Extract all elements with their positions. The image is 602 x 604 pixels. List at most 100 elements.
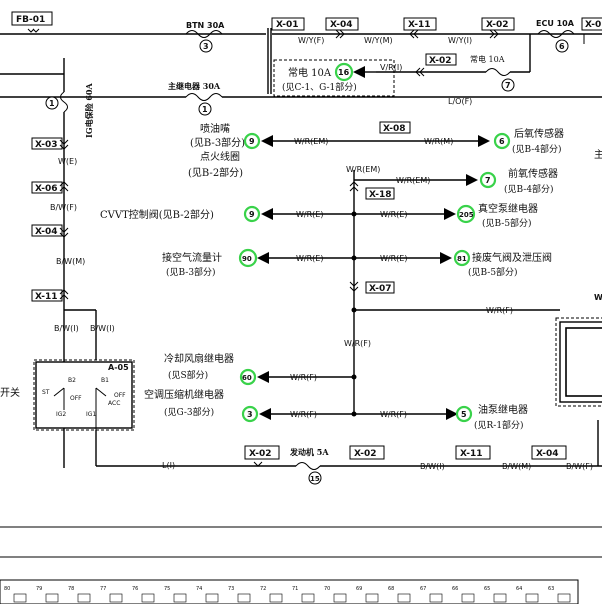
pin-number: 65 (484, 586, 490, 592)
wire-label: W/Y(F) (298, 36, 324, 45)
label: 点火线圈 (200, 150, 240, 163)
connector-chevron (415, 67, 425, 77)
connector-label: X-04 (35, 227, 57, 237)
arrow-icon (466, 174, 478, 186)
pin-cell (173, 593, 187, 603)
connector-label: X-02 (354, 449, 376, 459)
connector-label: X-11 (460, 449, 482, 459)
wire-label: W/R(EM) (294, 137, 328, 146)
ref-number-circle (334, 62, 354, 82)
connector-chevron (335, 29, 345, 39)
connector-box (271, 17, 305, 31)
wire-label: B/W(M) (56, 257, 85, 266)
wire-label: V/R(I) (380, 63, 402, 72)
pin-cell (237, 593, 251, 603)
ref-number-circle (239, 368, 257, 386)
ignition-switch-box (35, 361, 133, 429)
ref-number-circle (199, 39, 213, 53)
dashed-box (273, 59, 395, 97)
ignition-switch-outline (33, 359, 135, 431)
pin-cell (461, 593, 475, 603)
junction-dot (351, 255, 357, 261)
junction-dot (351, 211, 357, 217)
connector-box (31, 289, 63, 302)
connector-box (349, 445, 385, 460)
ref-number-circle (479, 171, 497, 189)
ref-number-circle (243, 132, 261, 150)
wire-label: W(E) (58, 157, 77, 166)
pin-cell (397, 593, 411, 603)
label: 油泵继电器 (478, 403, 528, 416)
switch-terminal: OFF (70, 395, 82, 402)
fuse-symbol (295, 462, 321, 470)
pin-cell (45, 593, 59, 603)
connector-chevron (253, 461, 263, 467)
fuse-symbol (537, 30, 575, 38)
label: 常电 10A (288, 66, 332, 79)
pin-cell (365, 593, 379, 603)
connector-box (365, 281, 395, 294)
switch-terminal: B1 (101, 377, 109, 384)
module-box (565, 327, 602, 397)
connector-chevron (59, 289, 69, 300)
pin-number: 77 (100, 586, 106, 592)
connector-box (481, 17, 515, 31)
ref-number-circle (453, 249, 471, 267)
label: (见R-1部分) (474, 419, 524, 431)
connector-label: X-02 (486, 20, 508, 30)
pin-cell (557, 593, 571, 603)
pin-number: 69 (356, 586, 362, 592)
pin-cell (525, 593, 539, 603)
switch-terminal: ST (42, 389, 50, 396)
connector-box (455, 445, 491, 460)
ref-number: 1 (49, 99, 55, 108)
connector-box (531, 445, 567, 460)
pin-number: 76 (132, 586, 138, 592)
connector-box (365, 187, 395, 200)
pin-number: 63 (548, 586, 554, 592)
label: (见B-3部分) (166, 266, 216, 278)
wire-label: W/Y(M) (364, 36, 393, 45)
switch-terminal: ACC (108, 400, 120, 407)
arrow-icon (261, 208, 273, 220)
arrow-icon (440, 252, 452, 264)
switch-terminal: IG2 (56, 411, 66, 418)
pin-number: 66 (452, 586, 458, 592)
junction-dot (351, 374, 357, 380)
label: (见C-1、G-1部分) (282, 81, 357, 93)
connector-chevron (409, 29, 419, 39)
ref-number: 205 (459, 211, 474, 219)
label: 前氧传感器 (508, 167, 558, 180)
connector-box (31, 137, 63, 150)
connector-label: FB-01 (16, 15, 45, 25)
switch-label: 开关 (0, 386, 20, 399)
connector-label: X-04 (536, 449, 558, 459)
ref-number-circle (501, 78, 515, 92)
pin-number: 70 (324, 586, 330, 592)
label: (见G-3部分) (164, 406, 214, 418)
connector-label: X-04 (330, 20, 352, 30)
junction-dot (351, 411, 357, 417)
connector-label: X-06 (35, 184, 57, 194)
fuse-symbol (185, 93, 223, 101)
label: (见B-3部分) (190, 136, 245, 149)
connector-box (379, 121, 411, 134)
label: 空调压缩机继电器 (144, 388, 224, 401)
arrow-icon (446, 408, 458, 420)
ref-number: 90 (242, 255, 252, 263)
wire-label: W/R(E) (380, 254, 407, 263)
pin-number: 79 (36, 586, 42, 592)
label: (见S部分) (168, 369, 208, 381)
ref-number: 6 (499, 137, 505, 146)
label: CVVT控制阀(见B-2部分) (100, 208, 214, 221)
pin-cell (301, 593, 315, 603)
wire-label: W (594, 293, 602, 302)
ref-number-circle (455, 405, 473, 423)
connector-label: X-07 (369, 284, 391, 294)
switch-terminal: IG1 (86, 411, 96, 418)
pin-cell (429, 593, 443, 603)
fuse-symbol (185, 30, 223, 38)
wire-label: W/R(F) (380, 410, 407, 419)
ref-number: 3 (203, 42, 209, 51)
connector-chevron (59, 181, 69, 192)
